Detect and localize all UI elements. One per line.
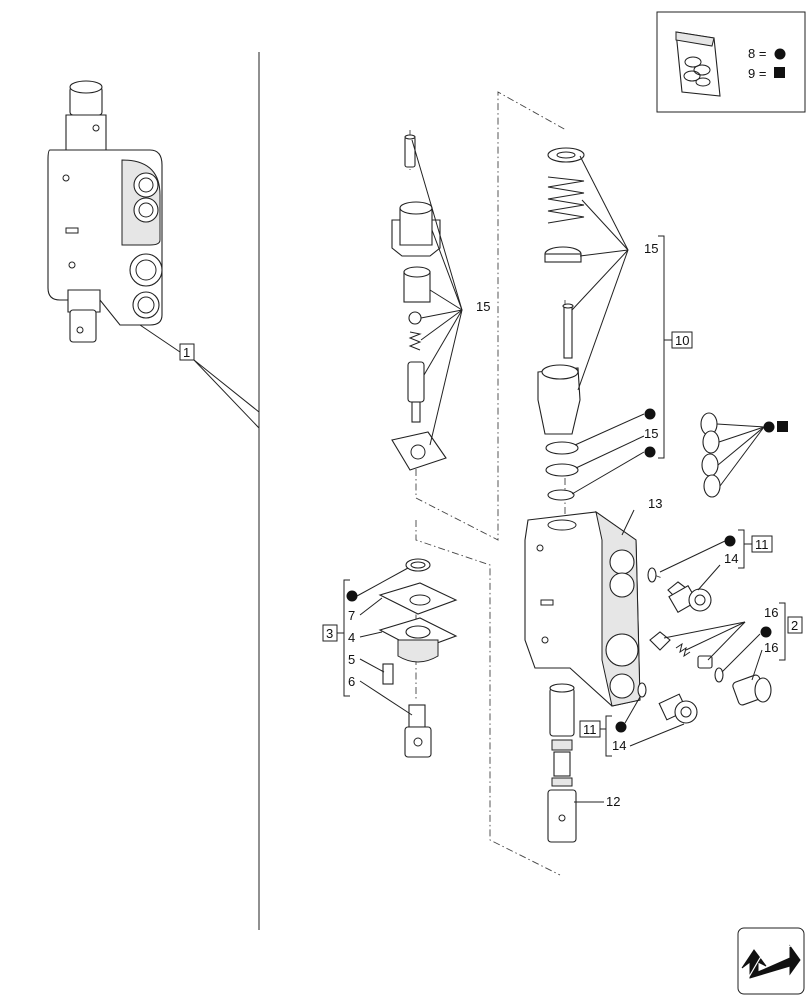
callout-6-label: 6 (348, 674, 355, 689)
callout-10-label: 10 (675, 333, 689, 348)
relief-valve-parts (537, 147, 585, 501)
legend-square-symbol (774, 67, 785, 78)
callout-15-right: 15 15 10 (571, 155, 693, 495)
spool-12: 12 (547, 683, 620, 843)
callout-15-left-label: 15 (476, 299, 490, 314)
callout-1-label: 1 (183, 345, 190, 360)
callout-16-upper-label: 16 (764, 605, 778, 620)
callout-16-lower-label: 16 (764, 640, 778, 655)
upper-cap-parts (391, 134, 447, 471)
check-valve-parts: 16 16 2 (649, 602, 803, 706)
callout-7-label: 7 (348, 608, 355, 623)
legend-circle-symbol (774, 48, 786, 60)
callout-5-label: 5 (348, 652, 355, 667)
section-body-13: 13 (524, 496, 662, 707)
callout-11-lower-label: 11 (583, 722, 597, 737)
callout-3-label: 3 (326, 626, 333, 641)
callout-11-upper-label: 11 (755, 537, 769, 552)
centerlines (409, 91, 663, 876)
callout-1: 1 (139, 324, 260, 429)
callout-14-lower-label: 14 (612, 738, 626, 753)
callout-15-left: 15 (411, 139, 490, 446)
kit-legend: 8 = 9 = (656, 11, 806, 113)
oring-kit (700, 412, 788, 498)
valve-section-assembly (47, 80, 163, 343)
legend-item-9-label: 9 = (748, 66, 766, 81)
callout-2-label: 2 (791, 618, 798, 633)
legend-item-8-label: 8 = (748, 46, 766, 61)
callout-14-upper-label: 14 (724, 551, 738, 566)
callout-12-label: 12 (606, 794, 620, 809)
plug-upper: 14 11 (647, 529, 773, 614)
next-page-arrow-icon[interactable] (737, 927, 805, 995)
callout-4-label: 4 (348, 630, 355, 645)
callout-15-right-label: 15 (644, 241, 658, 256)
lower-cap-parts (378, 558, 458, 758)
callout-3-group: 3 7 4 5 6 (322, 567, 413, 716)
plug-lower: 14 11 (579, 682, 698, 757)
callout-13-label: 13 (648, 496, 662, 511)
callout-15-lower-label: 15 (644, 426, 658, 441)
